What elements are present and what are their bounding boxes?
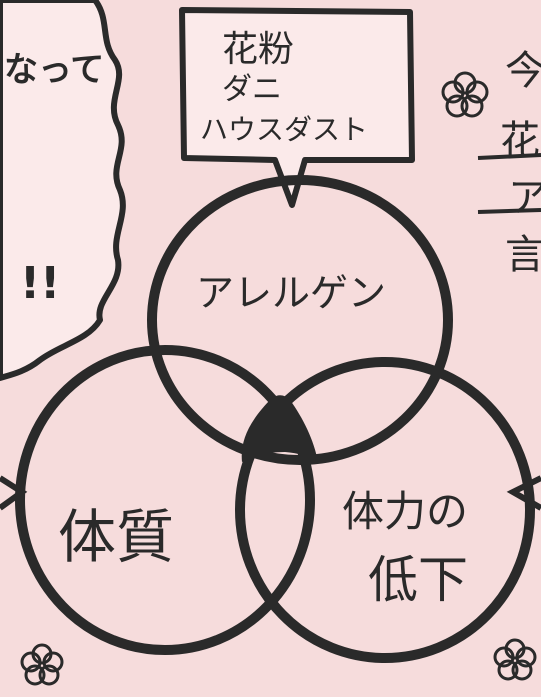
central-overlap	[241, 395, 318, 462]
right-edge-text-3: ア	[508, 175, 541, 221]
callout-line-3: ハウスダスト	[200, 113, 369, 146]
flower-icon	[493, 638, 537, 681]
right-edge-underline	[477, 153, 541, 160]
circle-label-stamina-line2: 低下	[368, 551, 468, 609]
circle-constitution	[15, 345, 315, 655]
circle-label-stamina-line1: 体力の	[342, 487, 469, 536]
left-bubble-fragment-top: なって	[4, 50, 105, 90]
flower-icon	[20, 643, 64, 686]
circle-stamina-decline	[235, 357, 535, 663]
flower-icon	[441, 71, 489, 118]
left-bubble-fragment-bottom: !!	[20, 258, 61, 309]
left-speech-bubble	[0, 0, 126, 381]
circle-label-constitution: 体質	[58, 503, 175, 571]
circle-label-allergen: アレルゲン	[196, 271, 387, 315]
right-edge-underline	[477, 208, 541, 214]
right-edge-text-1: 今	[505, 48, 541, 94]
right-edge-text-4: 言	[505, 232, 541, 278]
callout-line-1: 花粉	[222, 29, 295, 70]
callout-line-2: ダニ	[222, 72, 282, 107]
right-edge-text-2: 花	[500, 118, 540, 164]
